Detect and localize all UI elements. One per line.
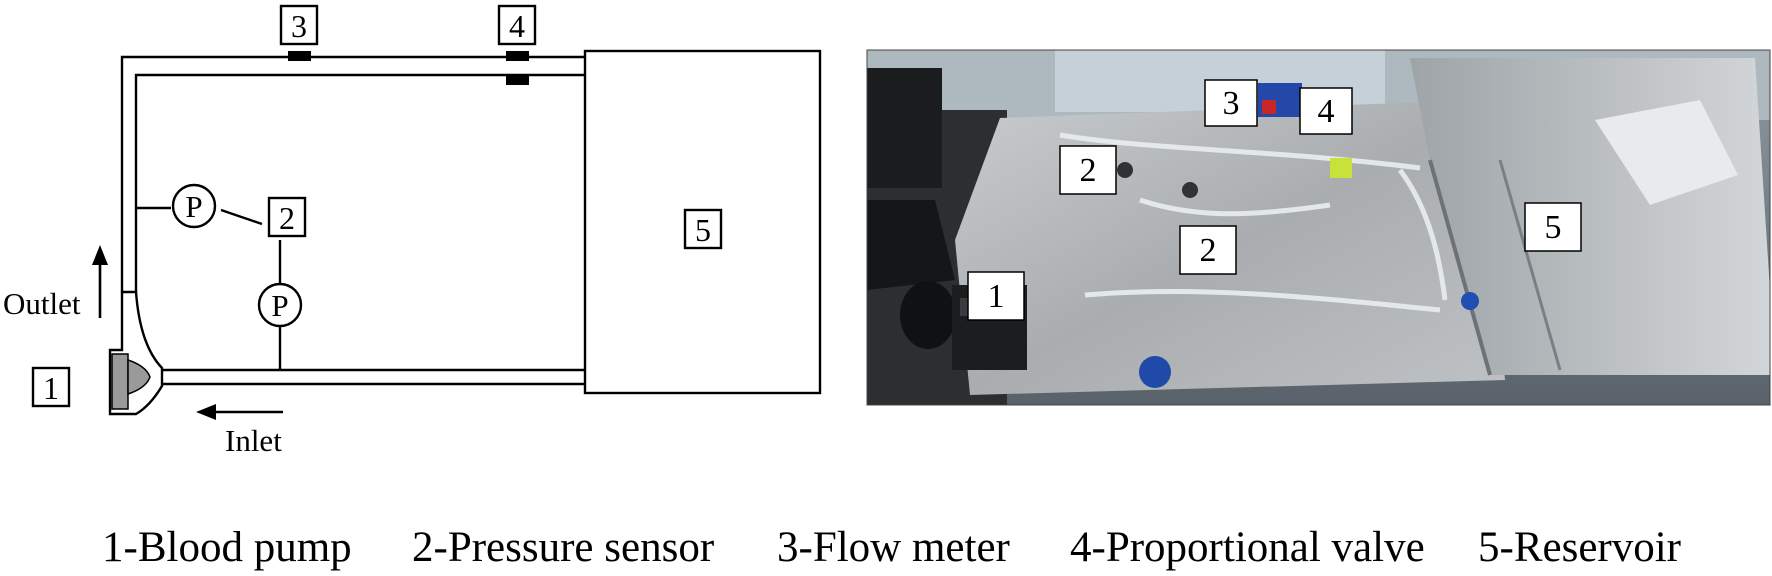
photo-callout-4: 4 bbox=[1318, 93, 1335, 130]
legend: 1-Blood pump 2-Pressure sensor 3-Flow me… bbox=[102, 524, 1681, 571]
photo-callout-1: 1 bbox=[988, 278, 1005, 315]
pump-label: 1 bbox=[43, 370, 59, 406]
reservoir-label: 5 bbox=[695, 212, 711, 248]
photo-callout-2b: 2 bbox=[1200, 232, 1217, 269]
flow-meter-marker bbox=[288, 51, 311, 61]
legend-item-proportional-valve: 4-Proportional valve bbox=[1070, 524, 1425, 571]
pressure-sensor-links bbox=[136, 208, 280, 370]
valve-marker-lower bbox=[506, 75, 529, 85]
legend-item-flow-meter: 3-Flow meter bbox=[777, 524, 1010, 571]
blood-pump-symbol bbox=[110, 292, 162, 414]
flow-meter-label: 3 bbox=[291, 8, 307, 44]
legend-item-blood-pump: 1-Blood pump bbox=[102, 524, 352, 571]
outlet-pipe-inner bbox=[136, 75, 585, 292]
outlet-arrow bbox=[92, 245, 108, 318]
legend-item-pressure-sensor: 2-Pressure sensor bbox=[412, 524, 714, 571]
inlet-label: Inlet bbox=[225, 423, 282, 458]
outlet-label: Outlet bbox=[3, 286, 81, 321]
pressure-symbol-upper: P bbox=[185, 189, 202, 224]
outlet-pipe-outer bbox=[122, 57, 585, 292]
legend-item-reservoir: 5-Reservoir bbox=[1478, 524, 1681, 571]
valve-marker bbox=[506, 51, 529, 61]
sensor-label: 2 bbox=[279, 200, 295, 236]
photo-callout-3: 3 bbox=[1223, 85, 1240, 122]
photo-callout-5: 5 bbox=[1545, 209, 1562, 246]
valve-label: 4 bbox=[509, 8, 525, 44]
photo-callout-2a: 2 bbox=[1080, 152, 1097, 189]
pressure-symbol-lower: P bbox=[271, 288, 288, 323]
inlet-arrow bbox=[196, 404, 283, 420]
